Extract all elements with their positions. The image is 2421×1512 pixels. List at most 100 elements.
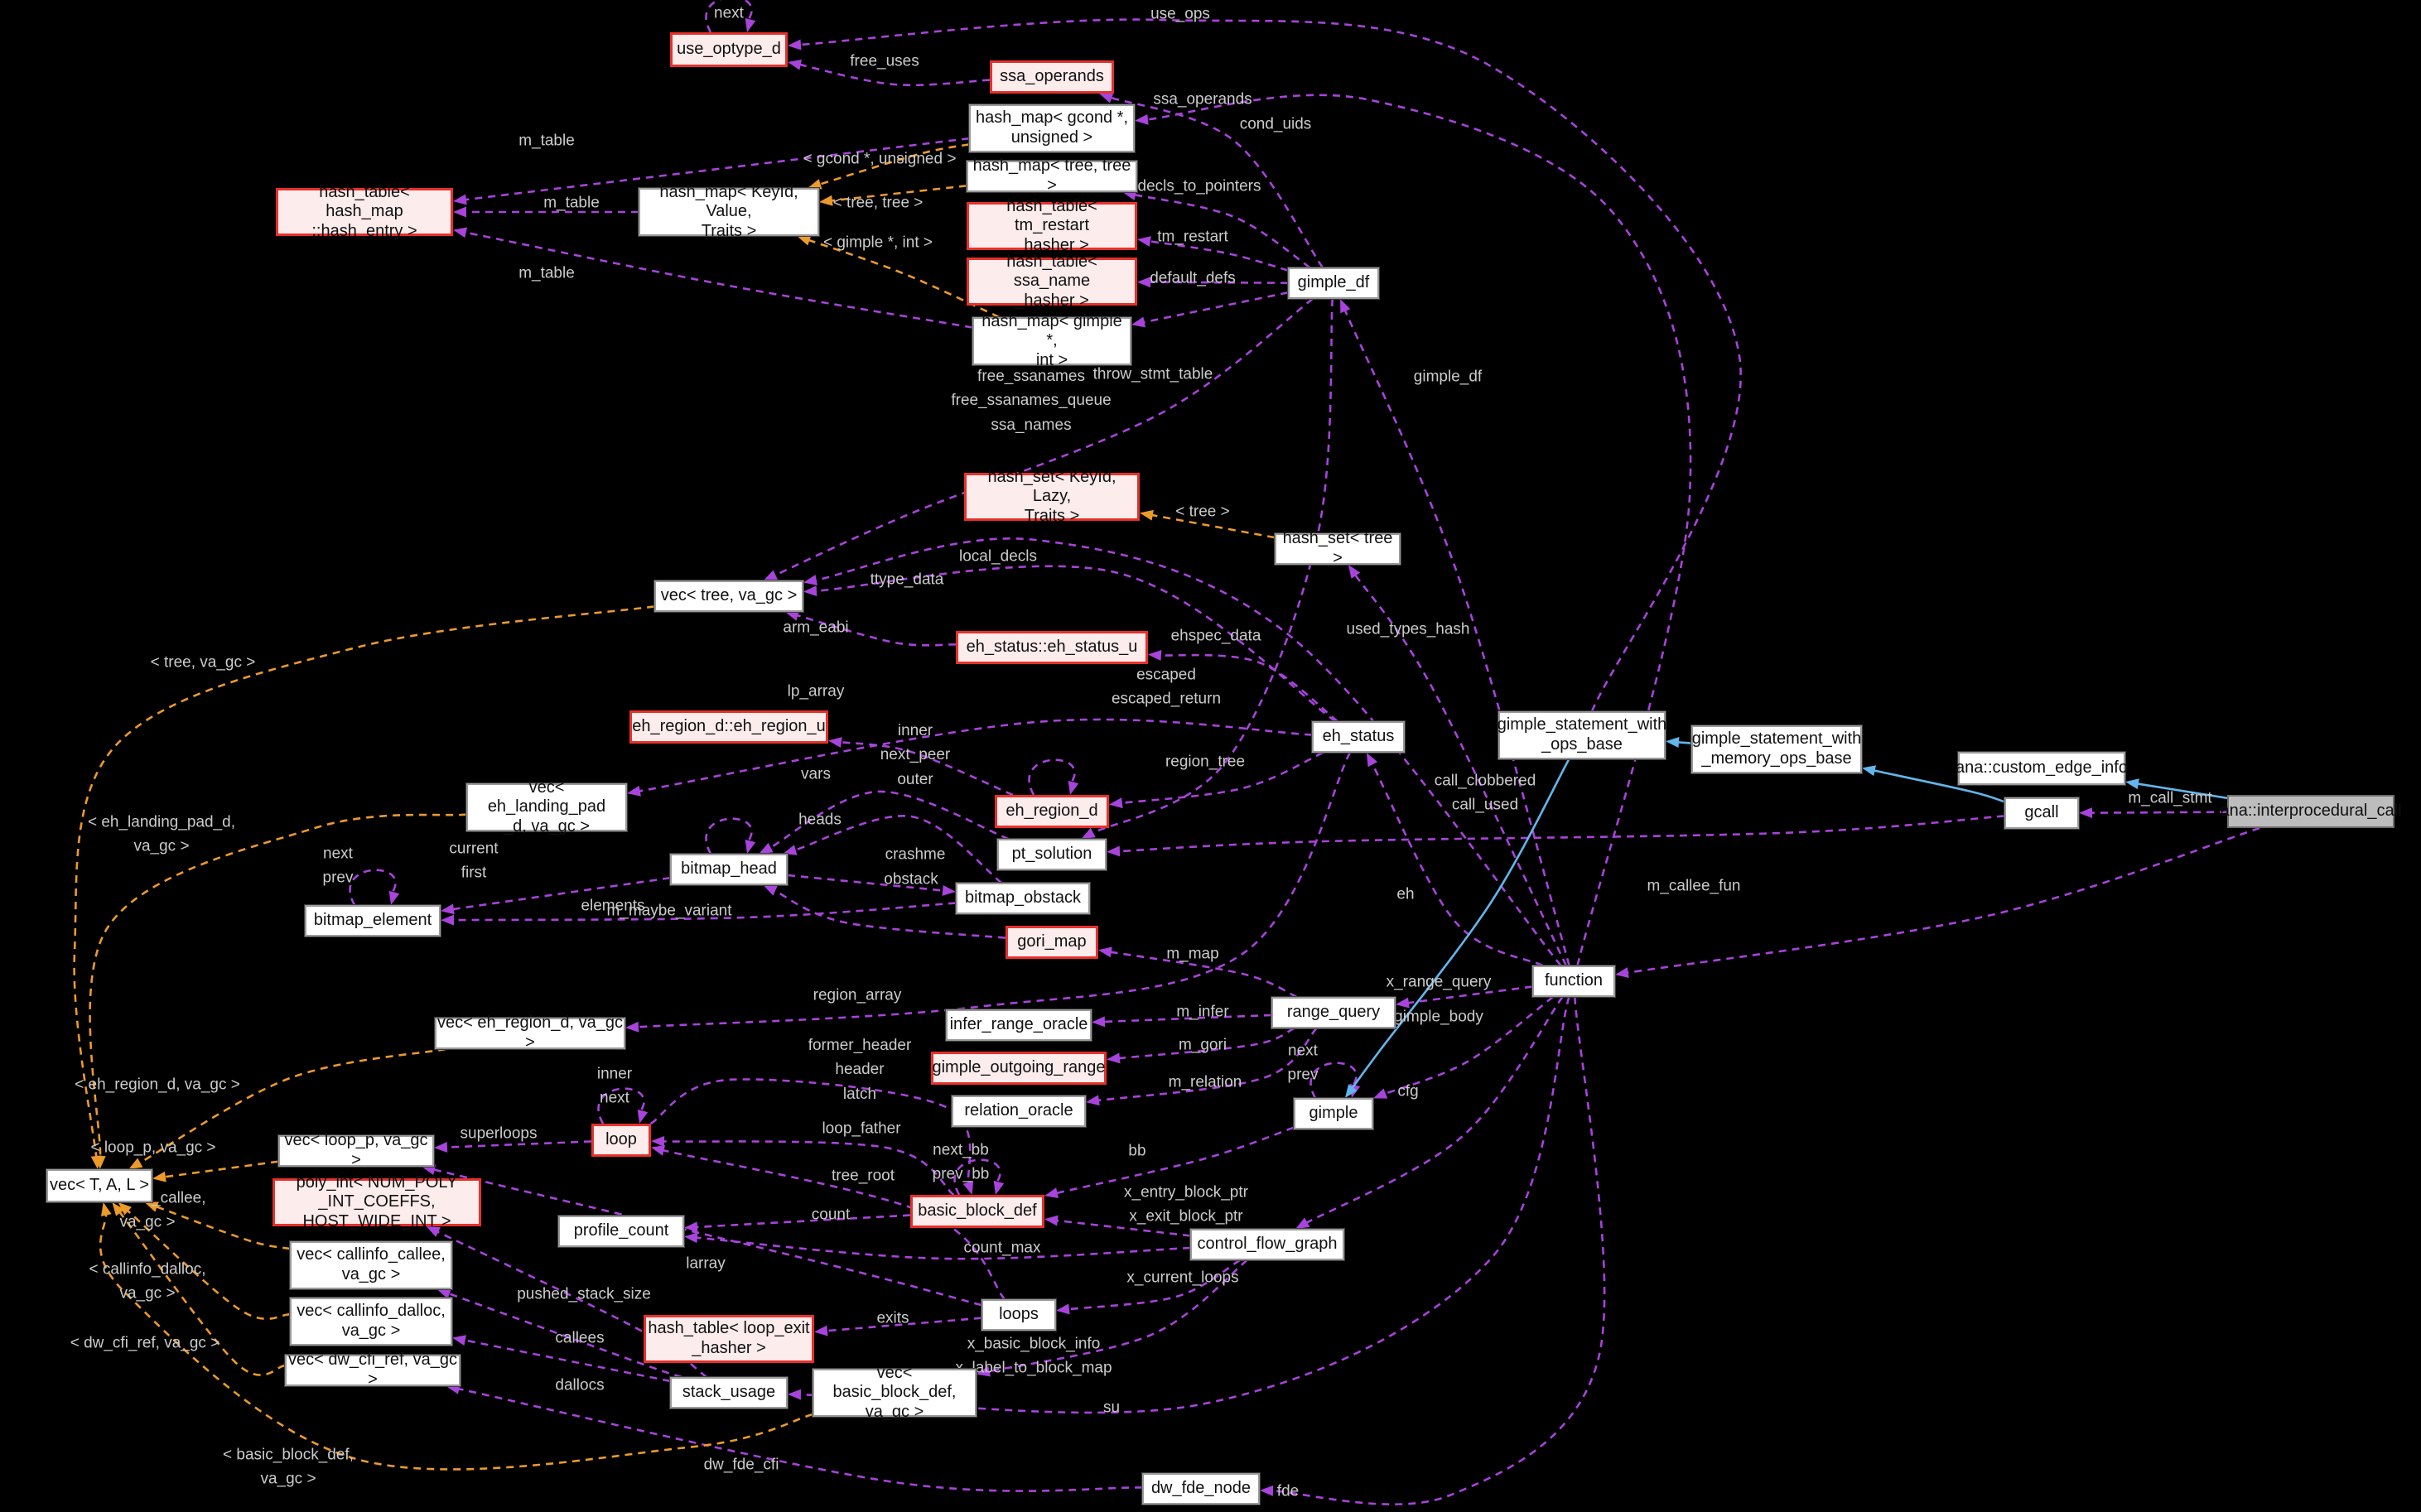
node-poly_int[interactable]: poly_int< NUM_POLY _INT_COEFFS, HOST_WID…: [272, 1173, 481, 1230]
edge-vec_bbd-vec_tal-< basic_block_def,-arrowhead: [101, 1202, 112, 1217]
node-ht_ssa_name[interactable]: hash_table< ssa_name _hasher >: [967, 253, 1137, 310]
node-cfg_node[interactable]: control_flow_graph: [1190, 1229, 1344, 1260]
edge-loop-loop-inner: [597, 1087, 645, 1124]
node-eh_status[interactable]: eh_status: [1312, 721, 1405, 753]
edge-vec_dw_cfi-vec_tal-< dw_cfi_ref, va_gc >-arrowhead: [112, 1202, 125, 1216]
node-hm_gimple_int[interactable]: hash_map< gimple *, int >: [972, 312, 1131, 369]
node-vec_ci_callee[interactable]: vec< callinfo_callee, va_gc >: [290, 1241, 452, 1289]
edge-gimple-gimple-next: [1309, 1062, 1358, 1099]
node-gimple_outgoing_range[interactable]: gimple_outgoing_range: [931, 1052, 1107, 1085]
edge-cfg_node-profile_count-count_max-arrowhead: [684, 1232, 698, 1244]
node-interproc[interactable]: ana::interprocedural_call: [2220, 795, 2402, 828]
edge-eh_status-ehsu-ehspec_data: [1158, 653, 1338, 723]
node-hm_tree_tree[interactable]: hash_map< tree, tree >: [967, 156, 1137, 195]
node-vec_bbd[interactable]: vec< basic_block_def, va_gc >: [813, 1364, 977, 1421]
edge-gori_map-bitmap_head-m_maybe_variant-arrowhead: [763, 885, 778, 896]
node-eh_region_d[interactable]: eh_region_d: [995, 795, 1109, 828]
edge-function-hs_tree-used_types_hash: [1353, 573, 1568, 966]
node-bitmap_obstack[interactable]: bitmap_obstack: [956, 883, 1090, 914]
node-bitmap_element[interactable]: bitmap_element: [305, 905, 441, 937]
node-loops[interactable]: loops: [981, 1299, 1056, 1331]
edge-gimple_df-hm_tree_tree-decls_to_pointers-arrowhead: [1122, 190, 1137, 200]
edge-bitmap_head-bitmap_element-current: [451, 876, 671, 911]
edge-cfg_node-loops-x_current_loops-arrowhead: [1056, 1303, 1070, 1315]
node-ht_loop_exit[interactable]: hash_table< loop_exit _hasher >: [644, 1315, 814, 1363]
node-hm_keyid[interactable]: hash_map< KeyId, Value, Traits >: [639, 183, 819, 240]
edge-gimple_df-pt_solution-escaped-arrowhead: [1081, 827, 1096, 839]
node-ehsu[interactable]: eh_status::eh_status_u: [956, 631, 1148, 664]
edge-eh_status-vec_tree-ttype_data: [813, 565, 1336, 723]
edge-eh_status-vec_lp-lp_array-arrowhead: [627, 785, 641, 797]
edge-hm_gcond-ht_hash_map-m_table-arrowhead: [453, 194, 467, 205]
node-ehru[interactable]: eh_region_d::eh_region_u: [629, 710, 828, 744]
edge-gswob-use_optype_d-use_ops: [798, 18, 1742, 712]
node-vec_ci_dalloc[interactable]: vec< callinfo_dalloc, va_gc >: [290, 1298, 452, 1346]
edge-gimple_df-ht_ssa_name-default_defs: [1147, 281, 1289, 284]
edge-interproc-gcall-m_call_stmt-arrowhead: [2079, 807, 2093, 819]
node-bitmap_head[interactable]: bitmap_head: [670, 854, 788, 885]
node-hm_gcond[interactable]: hash_map< gcond *, unsigned >: [969, 104, 1135, 152]
edge-function-eh_status-eh-arrowhead: [1366, 753, 1378, 768]
node-gimple_df[interactable]: gimple_df: [1288, 267, 1379, 299]
node-dw_fde_node[interactable]: dw_fde_node: [1142, 1473, 1260, 1505]
edge-eh_status-eh_region_d-region_tree: [1119, 751, 1324, 805]
node-stack_usage[interactable]: stack_usage: [670, 1377, 788, 1408]
node-gori_map[interactable]: gori_map: [1006, 926, 1098, 959]
node-vec_tal[interactable]: vec< T, A, L >: [46, 1169, 152, 1202]
node-profile_count[interactable]: profile_count: [558, 1216, 684, 1247]
node-function[interactable]: function: [1532, 965, 1615, 997]
edge-basic_block_def-profile_count-count-arrowhead: [684, 1221, 698, 1233]
node-relation_oracle[interactable]: relation_oracle: [952, 1095, 1086, 1127]
node-vec_ehr[interactable]: vec< eh_region_d, va_gc >: [435, 1014, 625, 1052]
node-infer_range_oracle[interactable]: infer_range_oracle: [946, 1009, 1092, 1041]
edge-function-cfg_node-cfg-arrowhead: [1295, 1217, 1310, 1229]
node-use_optype_d[interactable]: use_optype_d: [670, 32, 788, 67]
edge-vec_lp-vec_tal-< eh_landing_pad_d,: [89, 813, 467, 1159]
node-gswmob[interactable]: gimple_statement_with _memory_ops_base: [1691, 725, 1862, 773]
node-gimple[interactable]: gimple: [1294, 1098, 1373, 1129]
edge-bitmap_obstack-bitmap_element-elements-arrowhead: [441, 914, 455, 926]
node-hs_tree[interactable]: hash_set< tree >: [1275, 529, 1401, 567]
edge-range_query-gori_map-m_map: [1108, 951, 1298, 999]
edge-gimple-basic_block_def-bb: [1054, 1126, 1295, 1195]
edge-bitmap_head-bitmap_element-current-arrowhead: [441, 903, 455, 915]
node-vec_lp[interactable]: vec< eh_landing_pad _d, va_gc >: [466, 778, 627, 835]
edge-gcall-gswmob-arrowhead: [1862, 765, 1877, 777]
edge-eh_status-vec_ehr-region_array: [635, 752, 1351, 1028]
node-pt_solution[interactable]: pt_solution: [997, 839, 1107, 870]
edge-stack_usage-vec_ci_dalloc-dallocs: [462, 1338, 671, 1383]
edge-cfg_node-profile_count-count_max: [694, 1236, 1191, 1260]
edge-dw_fde_node-vec_dw_cfi-dw_fde_cfi: [456, 1387, 1143, 1492]
node-vec_dw_cfi[interactable]: vec< dw_cfi_ref, va_gc >: [285, 1351, 461, 1389]
node-loop[interactable]: loop: [591, 1124, 651, 1157]
edge-range_query-gori_map-m_map-arrowhead: [1098, 946, 1112, 958]
node-ht_hash_map[interactable]: hash_table< hash_map ::hash_entry >: [276, 183, 453, 240]
node-hs_keyid[interactable]: hash_set< KeyId, Lazy, Traits >: [964, 468, 1140, 525]
edge-function-gimple-gimple_body: [1382, 995, 1554, 1095]
edge-range_query-relation_oracle-m_relation-arrowhead: [1086, 1095, 1100, 1106]
node-gcall[interactable]: gcall: [2004, 797, 2079, 829]
node-range_query[interactable]: range_query: [1271, 997, 1396, 1028]
edge-range_query-gimple_outgoing_range-m_gori: [1116, 1027, 1295, 1060]
edge-function-gimple-gimple_body-arrowhead: [1373, 1088, 1388, 1099]
edge-stack_usage-poly_int-pushed_stack_size: [435, 1230, 707, 1379]
edge-range_query-infer_range_oracle-m_infer-arrowhead: [1092, 1016, 1106, 1028]
node-custom_edge[interactable]: ana::custom_edge_info: [1956, 752, 2128, 785]
node-basic_block_def[interactable]: basic_block_def: [910, 1195, 1044, 1228]
edge-gimple_df-hm_tree_tree-decls_to_pointers: [1132, 193, 1311, 269]
node-vec_tree[interactable]: vec< tree, va_gc >: [654, 580, 803, 612]
edge-hm_tree_tree-hm_keyid-< tree, tree >: [829, 185, 967, 202]
node-ssa_operands[interactable]: ssa_operands: [990, 60, 1114, 94]
node-gswob[interactable]: gimple_statement_with _ops_base: [1497, 711, 1666, 759]
edge-gswob-gimple: [1350, 758, 1570, 1091]
edge-function-gimple_df-gimple_df: [1343, 308, 1570, 966]
edge-eh_status-vec_tree-ttype_data-arrowhead: [803, 585, 817, 597]
edge-loops-ht_loop_exit-exits-arrowhead: [814, 1325, 828, 1336]
edge-bitmap_obstack-bitmap_head-heads: [793, 815, 1002, 884]
edge-loops-vec_loop_p-larray-arrowhead: [422, 1164, 436, 1176]
node-ht_tm_restart[interactable]: hash_table< tm_restart _hasher >: [967, 197, 1137, 254]
edge-gimple_df-hm_gimple_int-throw_stmt_table: [1141, 291, 1289, 324]
edge-range_query-infer_range_oracle-m_infer: [1102, 1014, 1272, 1023]
node-vec_loop_p[interactable]: vec< loop_p, va_gc >: [278, 1131, 434, 1169]
